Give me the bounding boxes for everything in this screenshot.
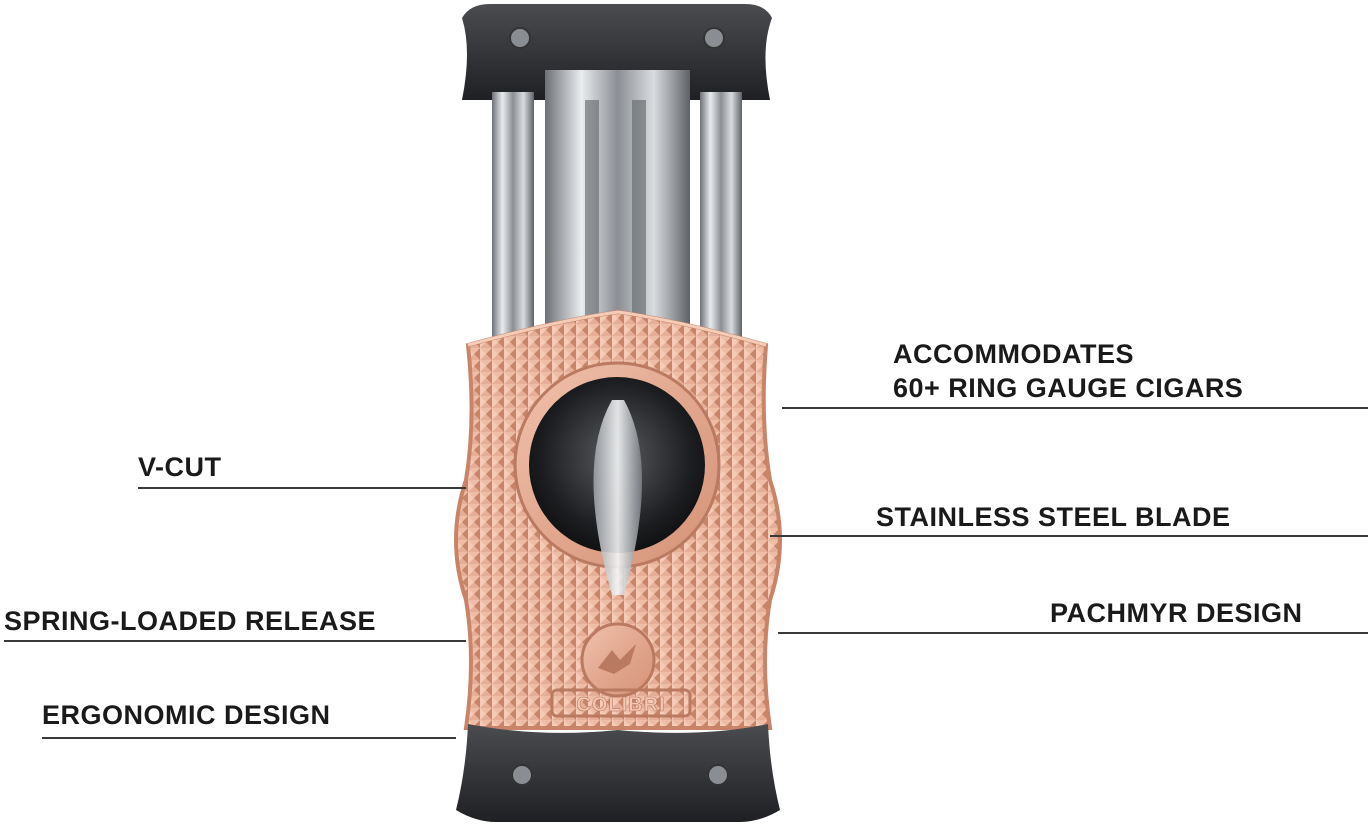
- callout-spring-loaded-release: SPRING-LOADED RELEASE: [4, 606, 377, 636]
- bottom-grip: [456, 724, 780, 822]
- brand-engraving: COLIBRI: [576, 694, 665, 716]
- leader-line-spring-loaded-release: [4, 640, 466, 642]
- top-cap: [462, 4, 772, 100]
- leader-line-accommodates: [782, 407, 1368, 409]
- callout-v-cut: V-CUT: [138, 452, 222, 482]
- top-screw-left: [509, 27, 531, 49]
- callout-ergonomic-design: ERGONOMIC DESIGN: [42, 700, 331, 730]
- leader-line-pachmyr-design: [778, 632, 1368, 634]
- top-screw-right: [703, 27, 725, 49]
- bottom-screw-right: [707, 764, 729, 786]
- leader-line-stainless-steel-blade: [770, 535, 1368, 537]
- callout-accommodates-line1: ACCOMMODATES: [893, 339, 1134, 369]
- steel-rod-left: [492, 92, 534, 362]
- steel-rod-right: [700, 92, 742, 362]
- bottom-screw-left: [511, 764, 533, 786]
- v-blade: [593, 400, 642, 595]
- callout-pachmyr-design: PACHMYR DESIGN: [1050, 598, 1303, 628]
- leader-line-v-cut: [138, 487, 466, 489]
- callout-accommodates-line2: 60+ RING GAUGE CIGARS: [893, 373, 1244, 403]
- callout-stainless-steel-blade: STAINLESS STEEL BLADE: [876, 502, 1231, 532]
- leader-line-ergonomic-design: [42, 737, 456, 739]
